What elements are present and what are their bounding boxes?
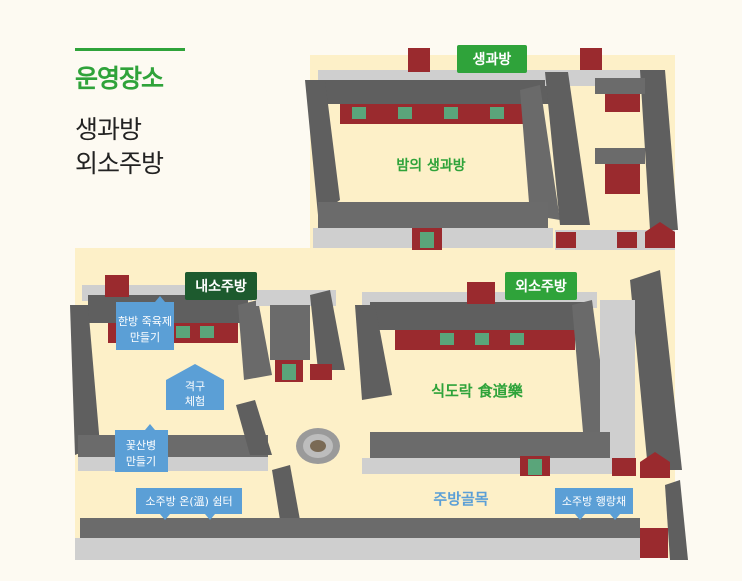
program-text-line: 체험 (185, 395, 205, 408)
program-text-line: 만들기 (130, 331, 160, 344)
well (296, 428, 340, 464)
chimney (408, 48, 430, 72)
place-list: 생과방 외소주방 (75, 113, 185, 181)
saenggwabang-complex (305, 48, 678, 250)
window (444, 107, 458, 119)
gate-door (420, 232, 434, 248)
program-text-line: 격구 (185, 380, 205, 393)
roof (370, 302, 590, 330)
roof (630, 270, 682, 470)
program-text-line: 만들기 (126, 455, 156, 468)
roof (310, 290, 345, 370)
program-marker (136, 488, 242, 514)
program-gyeokgu[interactable]: 격구 체험 (166, 364, 224, 410)
gate (617, 232, 637, 248)
window (490, 107, 504, 119)
label-background (185, 272, 257, 300)
window (176, 326, 190, 338)
roof (322, 80, 554, 104)
roof (318, 202, 548, 228)
program-text-line: 소주방 온(溫) 쉼터 (145, 494, 232, 508)
oesojubang-complex (355, 270, 682, 478)
label-saenggwabang[interactable]: 생과방 (457, 45, 527, 73)
roof (70, 305, 100, 455)
gate (556, 232, 576, 248)
roof (595, 78, 645, 94)
program-hanbang[interactable]: 한방 죽육제 만들기 (116, 296, 174, 350)
section-title: 운영장소 (75, 64, 164, 93)
roof (236, 400, 272, 455)
window (398, 107, 412, 119)
area-label-jubang-golmok: 주방골목 (433, 490, 488, 508)
roof (238, 300, 272, 380)
label-background (457, 45, 527, 73)
area-label-night-saenggwabang: 밤의 생과방 (396, 157, 465, 174)
gate (612, 458, 636, 476)
marker-pointer (610, 514, 620, 520)
window (475, 333, 489, 345)
wall-base (362, 458, 612, 474)
label-oesojubang[interactable]: 외소주방 (505, 272, 577, 300)
wall-base (78, 457, 268, 471)
roof (355, 305, 392, 400)
program-text-line: 한방 죽육제 (118, 315, 172, 328)
program-kkotsanbyeong[interactable]: 꽃산병 만들기 (115, 424, 168, 472)
roof (305, 80, 340, 215)
window (440, 333, 454, 345)
label-text: 내소주방 (195, 278, 247, 295)
heading-block: 운영장소 생과방 외소주방 (75, 48, 185, 181)
roof (270, 305, 310, 360)
wall-red (605, 94, 640, 112)
program-on-shelter[interactable]: 소주방 온(溫) 쉼터 (136, 488, 242, 520)
wall-base (75, 538, 640, 560)
gate (645, 222, 675, 248)
program-marker (166, 364, 224, 410)
label-background (505, 272, 577, 300)
program-marker (116, 296, 174, 350)
gate (310, 364, 332, 380)
chimney (580, 48, 602, 70)
heading-divider (75, 48, 185, 51)
gate-door (282, 364, 296, 380)
courtyard (340, 124, 520, 204)
window (352, 107, 366, 119)
label-text: 생과방 (473, 51, 512, 68)
roof (595, 148, 645, 164)
well-inner (310, 440, 326, 452)
label-naesojubang[interactable]: 내소주방 (185, 272, 257, 300)
marker-pointer (575, 514, 585, 520)
wall-red (340, 104, 536, 124)
place-item-oesojubang: 외소주방 (75, 149, 164, 178)
roof (520, 85, 560, 220)
area-label-sikdorak: 식도락 食道樂 (431, 382, 524, 400)
roof (370, 432, 610, 458)
wall-red (605, 164, 640, 194)
roof (545, 72, 590, 225)
program-marker (115, 424, 168, 472)
program-text-line: 소주방 행랑채 (562, 495, 626, 508)
gate (640, 528, 668, 558)
place-item-saenggwabang: 생과방 (75, 115, 142, 144)
roof (78, 435, 268, 457)
window (510, 333, 524, 345)
marker-pointer (205, 514, 215, 520)
program-haengrangchae[interactable]: 소주방 행랑채 (555, 488, 633, 520)
marker-pointer (160, 514, 170, 520)
chimney (467, 282, 495, 304)
roof (80, 518, 640, 538)
gate-door (528, 459, 542, 475)
bottom-wall (75, 480, 688, 560)
gate (640, 452, 670, 478)
program-marker (555, 488, 633, 514)
roof (640, 70, 678, 230)
window (200, 326, 214, 338)
program-text-line: 꽃산병 (126, 439, 156, 452)
roof (665, 480, 688, 560)
label-text: 외소주방 (515, 278, 567, 295)
chimney (105, 275, 129, 297)
roof (272, 465, 300, 520)
